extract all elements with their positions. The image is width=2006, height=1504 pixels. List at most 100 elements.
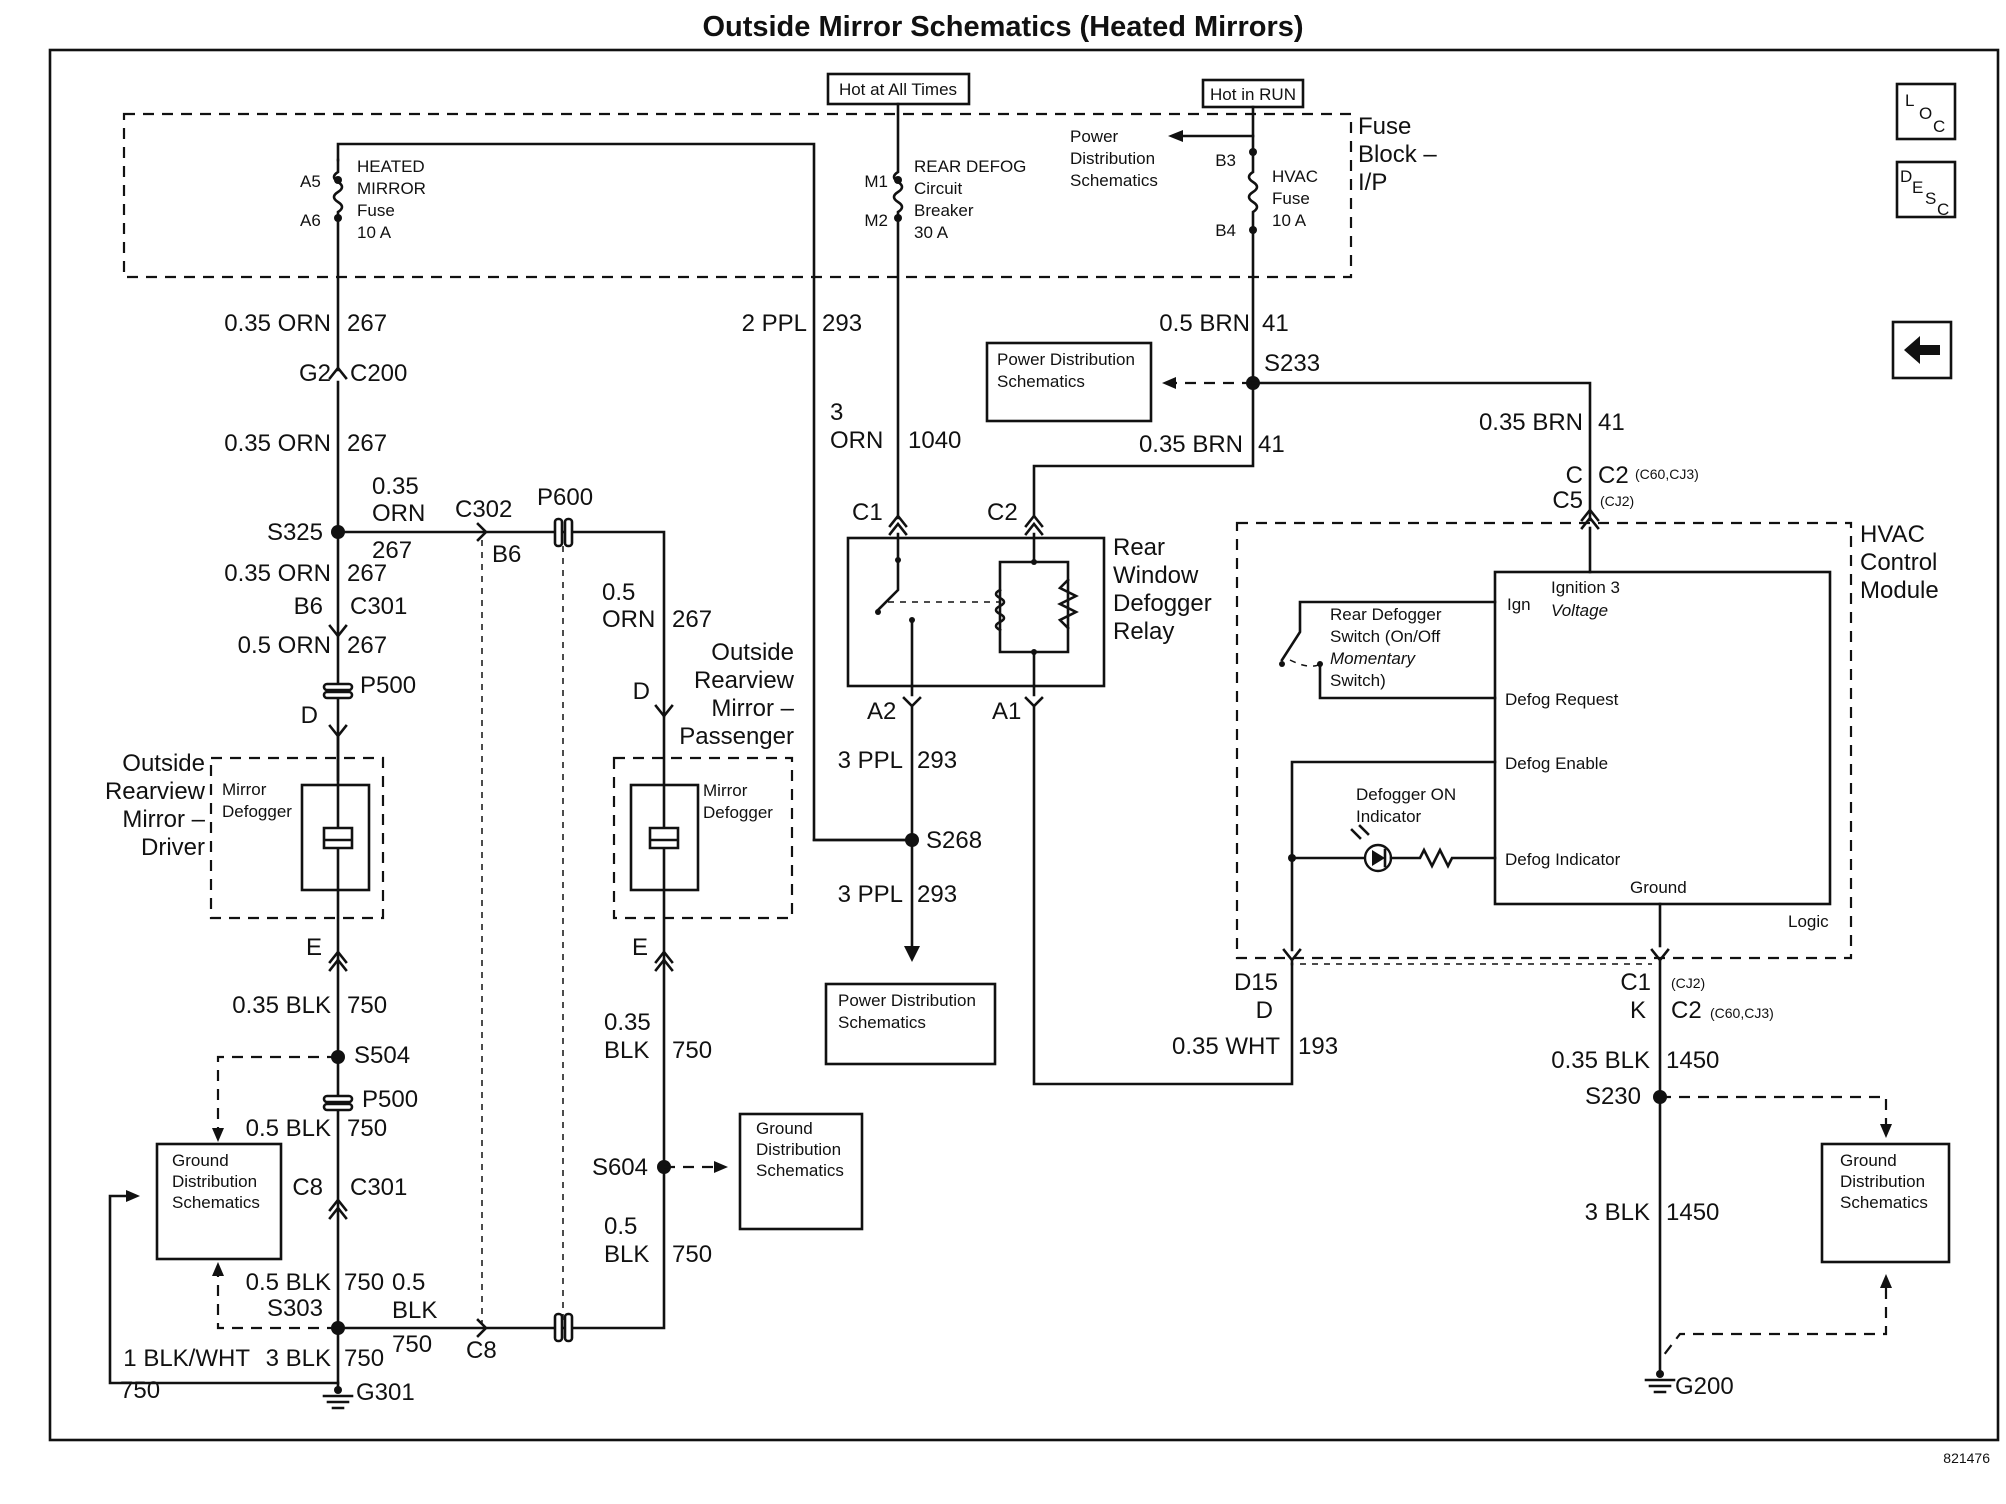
diagram-border xyxy=(48,48,2000,1442)
svg-text:Logic: Logic xyxy=(1788,912,1829,931)
svg-text:Relay: Relay xyxy=(1113,618,1174,645)
svg-text:Schematics: Schematics xyxy=(1070,171,1158,190)
svg-text:(CJ2): (CJ2) xyxy=(1671,975,1705,991)
passenger-heater-symbol xyxy=(648,714,680,962)
svg-text:Breaker: Breaker xyxy=(914,201,974,220)
heated-mirror-fuse: A5 A6 HEATED MIRROR Fuse 10 A xyxy=(300,157,426,242)
svg-text:B3: B3 xyxy=(1215,151,1236,170)
back-arrow-icon xyxy=(1904,336,1940,364)
svg-text:(CJ2): (CJ2) xyxy=(1600,493,1634,509)
svg-text:0.35 ORN: 0.35 ORN xyxy=(224,560,331,587)
driver-heater-symbol xyxy=(322,734,354,962)
svg-text:C: C xyxy=(1937,200,1949,219)
svg-text:P500: P500 xyxy=(362,1086,418,1113)
svg-text:ORN: ORN xyxy=(830,427,883,454)
svg-text:C: C xyxy=(1566,462,1583,489)
svg-text:A2: A2 xyxy=(867,698,896,725)
defogger-on-indicator-icon: Defogger ON Indicator xyxy=(1290,785,1497,873)
svg-text:193: 193 xyxy=(1298,1033,1338,1060)
svg-text:Outside: Outside xyxy=(711,639,794,666)
svg-text:267: 267 xyxy=(347,310,387,337)
svg-text:41: 41 xyxy=(1598,409,1625,436)
svg-text:HEATED: HEATED xyxy=(357,157,425,176)
svg-text:C1: C1 xyxy=(1620,969,1651,996)
svg-text:3 PPL: 3 PPL xyxy=(838,747,903,774)
rear-defogger-switch[interactable]: Rear Defogger Switch (On/Off Momentary S… xyxy=(1279,600,1497,700)
svg-text:Distribution: Distribution xyxy=(756,1140,841,1159)
svg-text:Schematics: Schematics xyxy=(756,1161,844,1180)
left-lower-labels: 0.35 BLK 750 S504 P500 0.5 BLK 750 C8 C3… xyxy=(120,992,497,1406)
svg-text:Distribution: Distribution xyxy=(1840,1172,1925,1191)
wire-ppl-293 xyxy=(336,142,912,842)
svg-text:E: E xyxy=(1912,178,1923,197)
pds-s268-box: Power Distribution Schematics xyxy=(824,982,997,1066)
svg-text:S504: S504 xyxy=(354,1042,410,1069)
svg-text:Indicator: Indicator xyxy=(1356,807,1422,826)
svg-text:MIRROR: MIRROR xyxy=(357,179,426,198)
figure-id: 821476 xyxy=(1943,1450,1990,1466)
svg-text:Mirror: Mirror xyxy=(222,780,267,799)
svg-text:Driver: Driver xyxy=(141,834,205,861)
driver-defogger-element xyxy=(300,783,371,892)
svg-text:B4: B4 xyxy=(1215,221,1236,240)
svg-text:293: 293 xyxy=(917,881,957,908)
svg-text:HVAC: HVAC xyxy=(1272,167,1318,186)
svg-text:D: D xyxy=(301,702,318,729)
svg-text:267: 267 xyxy=(672,606,712,633)
svg-text:Ignition 3: Ignition 3 xyxy=(1551,578,1620,597)
pds-s233-box: Power Distribution Schematics xyxy=(985,341,1153,423)
svg-text:750: 750 xyxy=(672,1037,712,1064)
gds-left-box: Ground Distribution Schematics xyxy=(155,1142,283,1261)
passenger-wire-labels: 0.5 ORN 267 Outside Rearview Mirror – Pa… xyxy=(592,579,795,1268)
svg-text:Defogger: Defogger xyxy=(1113,590,1212,617)
svg-text:Power Distribution: Power Distribution xyxy=(838,991,976,1010)
s504-dashed xyxy=(216,1055,338,1128)
c302-connector xyxy=(476,522,488,542)
svg-text:293: 293 xyxy=(822,310,862,337)
driver-mirror-outline xyxy=(209,756,385,920)
svg-text:A5: A5 xyxy=(300,172,321,191)
p600-connector xyxy=(553,517,574,548)
svg-text:C301: C301 xyxy=(350,593,407,620)
hvac-fuse: B3 B4 HVAC Fuse 10 A xyxy=(1215,105,1318,240)
svg-text:O: O xyxy=(1919,104,1932,123)
svg-text:0.35 BLK: 0.35 BLK xyxy=(1551,1047,1650,1074)
svg-text:(C60,CJ3): (C60,CJ3) xyxy=(1635,466,1699,482)
s230-dashed xyxy=(1660,1095,1888,1124)
svg-text:0.35 BLK: 0.35 BLK xyxy=(232,992,331,1019)
svg-text:S303: S303 xyxy=(267,1295,323,1322)
svg-text:C2: C2 xyxy=(1671,997,1702,1024)
svg-text:ORN: ORN xyxy=(602,606,655,633)
svg-text:Switch): Switch) xyxy=(1330,671,1386,690)
svg-text:Rear: Rear xyxy=(1113,534,1165,561)
svg-text:E: E xyxy=(632,934,648,961)
svg-text:Control: Control xyxy=(1860,549,1937,576)
svg-text:0.35 ORN: 0.35 ORN xyxy=(224,430,331,457)
relay-c2-connector xyxy=(1024,513,1044,536)
svg-text:Fuse: Fuse xyxy=(1272,189,1310,208)
svg-text:750: 750 xyxy=(347,1115,387,1142)
wire-brn-41-hvac xyxy=(1251,381,1592,522)
c301-bottom-connector xyxy=(328,1197,348,1220)
svg-text:Schematics: Schematics xyxy=(838,1013,926,1032)
svg-text:3: 3 xyxy=(830,399,843,426)
wire-wht-193 xyxy=(1032,704,1294,1086)
svg-text:C1: C1 xyxy=(852,499,883,526)
svg-text:Voltage: Voltage xyxy=(1551,601,1608,620)
branch-labels: 0.35 ORN 267 C302 B6 P600 xyxy=(372,473,593,568)
pds-fuse-label: Power Distribution Schematics xyxy=(1070,127,1158,190)
back-arrow-button[interactable] xyxy=(1891,320,1953,380)
wire-blk-wht-750 xyxy=(108,1194,340,1385)
svg-text:0.5: 0.5 xyxy=(392,1269,425,1296)
svg-text:0.35: 0.35 xyxy=(604,1009,651,1036)
svg-text:Ground: Ground xyxy=(756,1119,813,1138)
svg-text:0.35 ORN: 0.35 ORN xyxy=(224,310,331,337)
svg-text:C8: C8 xyxy=(292,1174,323,1201)
svg-text:REAR DEFOG: REAR DEFOG xyxy=(914,157,1026,176)
desc-button[interactable]: D E S C xyxy=(1895,160,1957,219)
loc-button[interactable]: L O C xyxy=(1895,82,1957,141)
svg-text:Power Distribution: Power Distribution xyxy=(997,350,1135,369)
hvac-module-outline xyxy=(1235,521,1853,960)
svg-text:S230: S230 xyxy=(1585,1083,1641,1110)
